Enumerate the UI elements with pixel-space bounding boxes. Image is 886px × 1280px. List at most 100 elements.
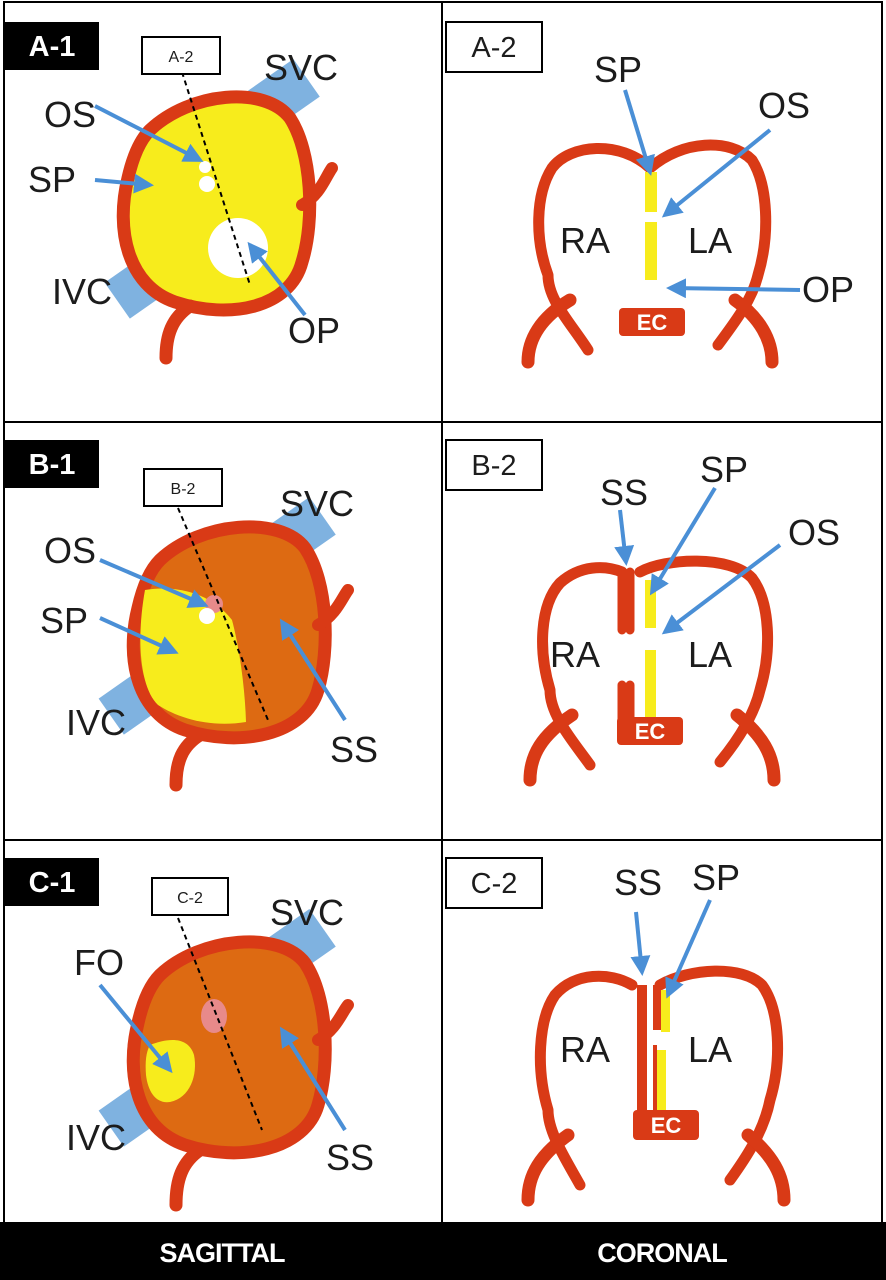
ostium-secundum <box>199 608 215 624</box>
panel-a2-coronal: EC SP OS RA LA OP <box>521 49 854 369</box>
ostium-secundum <box>199 161 211 173</box>
septum-primum-upper <box>645 172 657 212</box>
arrow-sp <box>94 173 154 194</box>
panel-b2-coronal: EC SS SP OS RA LA <box>523 449 840 787</box>
lower-wall-left <box>523 708 579 787</box>
cut-tag-box <box>151 877 229 916</box>
septum-secundum-upper-fold <box>617 567 635 635</box>
lower-wall-right <box>730 708 781 787</box>
panel-a1-sagittal: A-2 SVC OS SP IVC OP <box>28 36 340 365</box>
tag-a1-box <box>4 22 99 70</box>
footer-background <box>0 1222 886 1280</box>
septum-secundum-right <box>653 985 661 1030</box>
tag-a1: A-1 <box>29 31 76 63</box>
arrow-os <box>661 543 782 635</box>
panel-grid <box>3 1 883 1241</box>
arrow-sp <box>623 89 655 176</box>
label-ra: RA <box>560 220 610 261</box>
label-ss: SS <box>326 1137 374 1178</box>
tag-b2-box <box>445 439 543 491</box>
label-sp: SP <box>40 600 88 641</box>
tag-a2-box <box>445 21 543 73</box>
label-ec: EC <box>637 310 668 335</box>
arrow-op <box>666 278 801 299</box>
label-sp: SP <box>692 857 740 898</box>
lower-wall-left <box>521 1128 575 1207</box>
label-ec: EC <box>651 1113 682 1138</box>
label-ivc: IVC <box>66 702 126 743</box>
endocardial-cushion <box>617 717 683 745</box>
label-ec: EC <box>635 719 666 744</box>
panel-b1-sagittal: B-2 SVC OS SP IVC SS <box>40 468 378 792</box>
label-ss: SS <box>330 729 378 770</box>
tag-b1-box <box>4 440 99 488</box>
cut-line-b2 <box>177 507 269 721</box>
label-os: OS <box>44 530 96 571</box>
label-op: OP <box>288 310 340 351</box>
label-ivc: IVC <box>52 271 112 312</box>
septum-primum-lower <box>645 650 656 730</box>
tag-b2: B-2 <box>471 450 516 482</box>
tag-b1: B-1 <box>29 449 76 481</box>
tag-c1: C-1 <box>29 867 76 899</box>
cut-line-c2 <box>177 917 263 1131</box>
ostium-secundum-pink <box>201 999 227 1033</box>
label-svc: SVC <box>264 47 338 88</box>
label-os: OS <box>788 512 840 553</box>
label-op: OP <box>802 269 854 310</box>
label-os: OS <box>44 94 96 135</box>
arrow-ss <box>630 911 651 976</box>
tag-c2: C-2 <box>471 868 518 900</box>
label-svc: SVC <box>270 892 344 933</box>
lower-wall-right <box>728 293 779 369</box>
arrow-fo <box>98 983 173 1074</box>
label-ra: RA <box>550 634 600 675</box>
septum-primum-lower <box>656 1050 666 1120</box>
footer-bar: SAGITTAL CORONAL <box>0 1222 886 1280</box>
label-ra: RA <box>560 1029 610 1070</box>
cut-tag-label: B-2 <box>171 481 196 498</box>
arrow-os <box>94 104 204 162</box>
tag-a2: A-2 <box>471 32 516 64</box>
lower-vessel-stub <box>159 299 197 365</box>
pulmonary-vein-stub <box>312 584 354 631</box>
arrow-ss <box>279 618 347 722</box>
arrow-os <box>99 558 209 608</box>
cut-tag-box <box>143 468 223 507</box>
septum-primum-upper <box>661 990 670 1032</box>
cut-line-a2 <box>181 71 251 286</box>
lower-wall-right <box>741 1128 791 1207</box>
lower-vessel-stub <box>169 1143 207 1212</box>
label-la: LA <box>688 220 732 261</box>
ostium-secundum-2 <box>199 176 215 192</box>
cut-tag-label: A-2 <box>169 49 194 66</box>
septum-secundum <box>637 985 647 1125</box>
label-ss: SS <box>614 862 662 903</box>
arrow-sp <box>649 486 717 596</box>
label-la: LA <box>688 1029 732 1070</box>
label-fo: FO <box>74 942 124 983</box>
septum-primum-exposed <box>140 588 246 724</box>
arrow-ss <box>279 1026 347 1132</box>
endocardial-cushion <box>619 308 685 336</box>
lower-wall-left <box>521 293 577 369</box>
label-svc: SVC <box>280 483 354 524</box>
septum-primum-upper <box>645 580 656 628</box>
arrow-sp <box>665 899 712 999</box>
label-sp: SP <box>700 449 748 490</box>
label-ss: SS <box>600 472 648 513</box>
atrium-wall-sagittal <box>116 90 317 317</box>
arrow-op <box>247 241 307 317</box>
label-sp: SP <box>594 49 642 90</box>
septum-primum-lower <box>645 222 657 280</box>
pulmonary-vein-stub <box>312 999 354 1046</box>
arrow-os <box>661 128 772 218</box>
tag-c2-box <box>445 857 543 909</box>
lower-vessel-stub <box>169 728 207 792</box>
panel-c1-sagittal: C-2 SVC FO IVC SS <box>66 877 374 1212</box>
label-ivc: IVC <box>66 1117 126 1158</box>
panel-tags: A-1 A-2 B-1 B-2 C-1 C-2 <box>4 21 543 909</box>
cut-tag-box <box>141 36 221 75</box>
arrow-sp <box>99 616 179 655</box>
